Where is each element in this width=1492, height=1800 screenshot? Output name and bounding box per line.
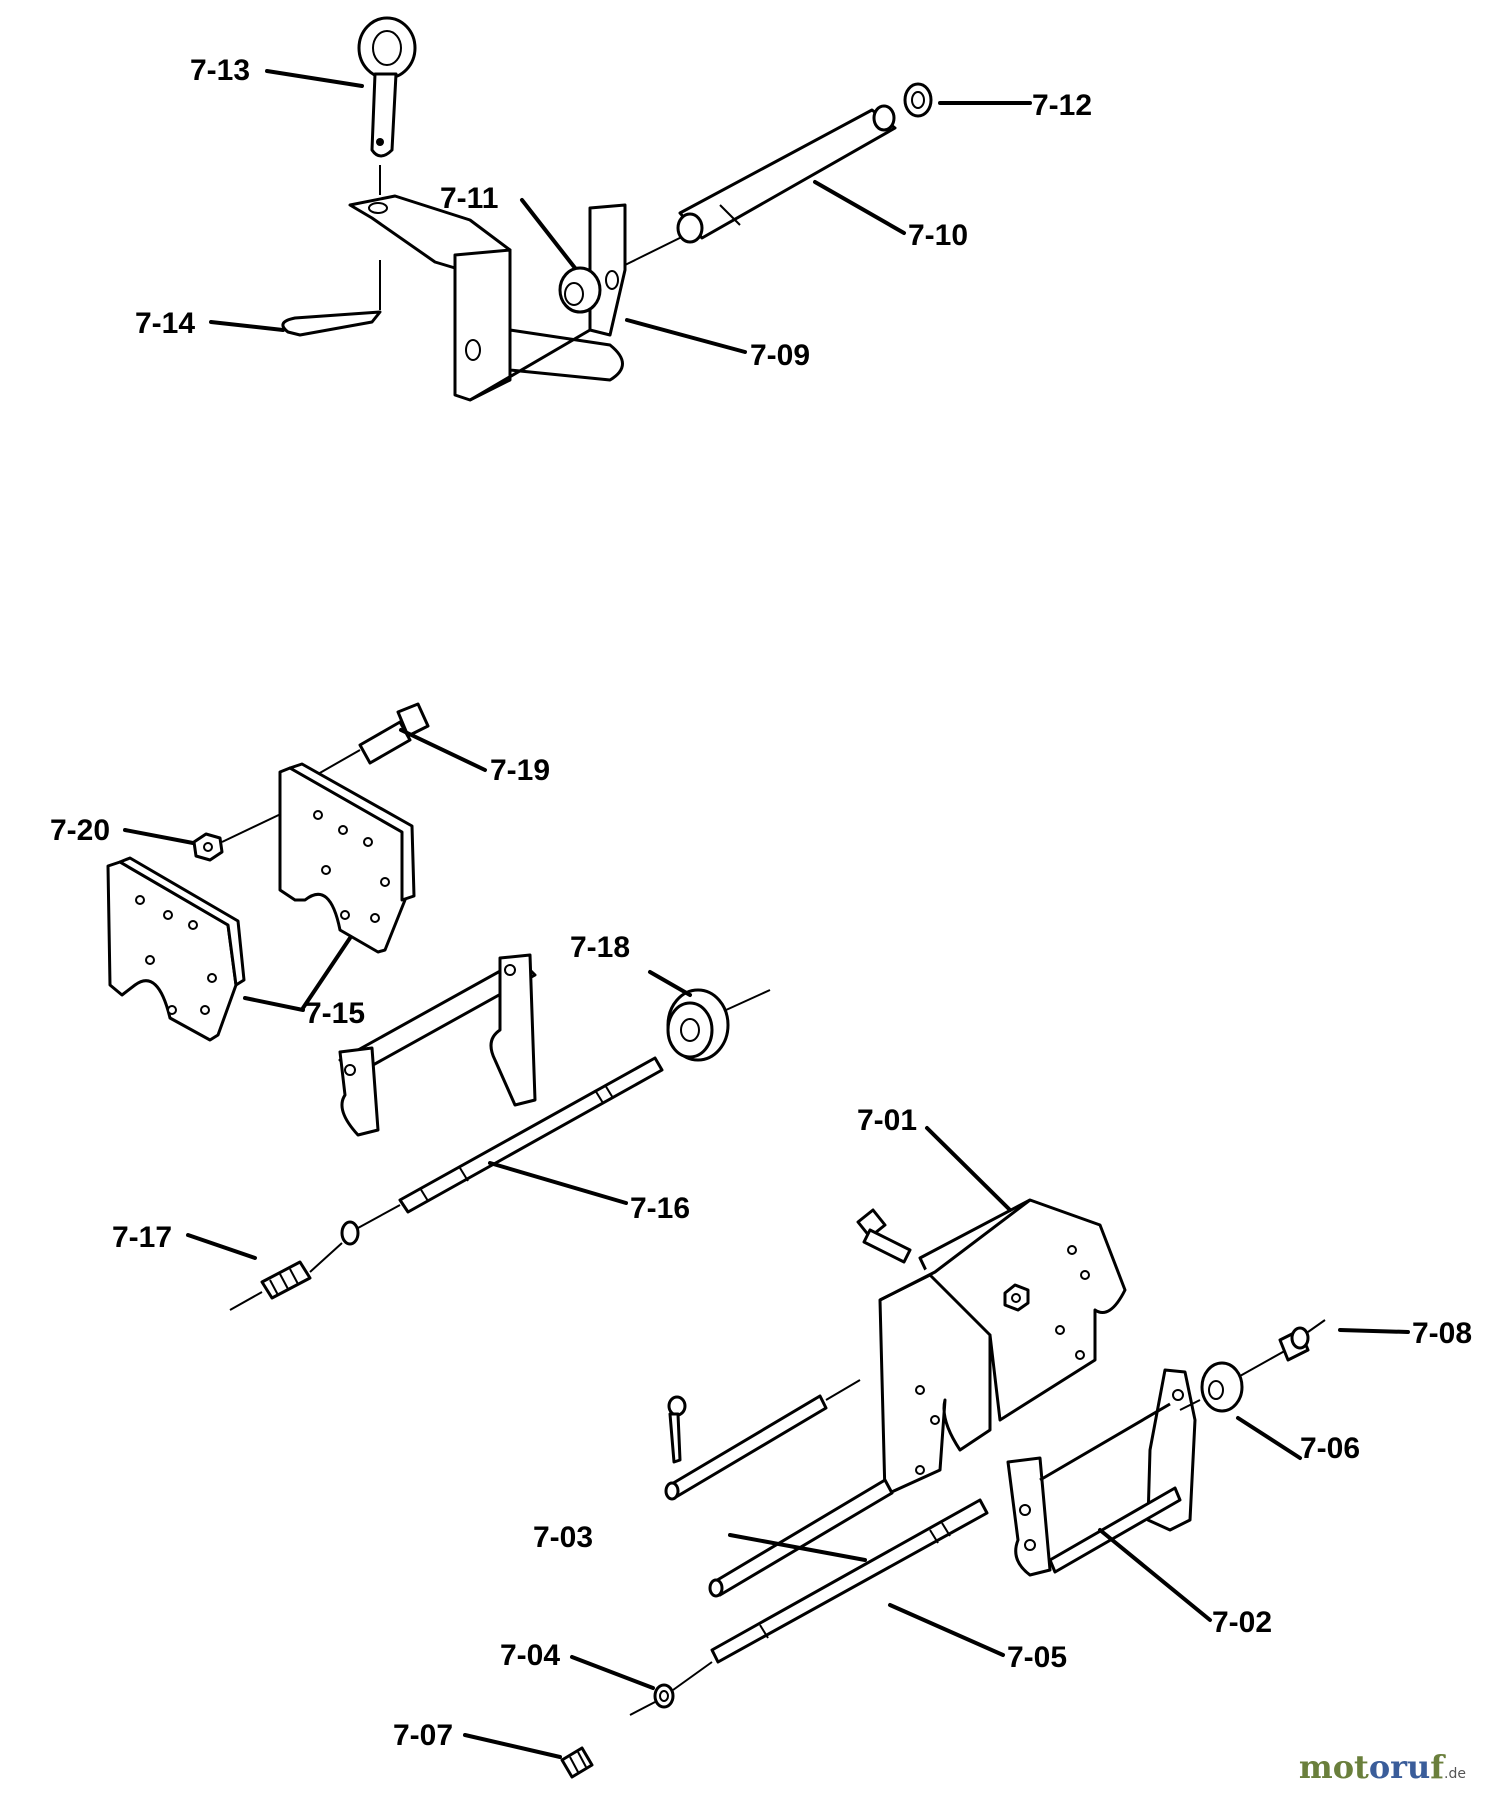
part-7-13-drawing bbox=[357, 16, 417, 195]
clevis-pin-drawing bbox=[664, 1379, 861, 1501]
middle-plate-assembly bbox=[106, 702, 771, 1311]
label-7-03: 7-03 bbox=[533, 1521, 593, 1554]
label-7-12: 7-12 bbox=[1032, 89, 1092, 122]
watermark-part1: mot bbox=[1298, 1748, 1369, 1786]
label-7-01: 7-01 bbox=[857, 1104, 917, 1137]
label-7-09: 7-09 bbox=[750, 339, 810, 372]
part-7-01-drawing bbox=[878, 1198, 1127, 1497]
bottom-bracket-assembly bbox=[560, 1198, 1326, 1779]
watermark-tld: .de bbox=[1444, 1766, 1466, 1782]
part-7-14-drawing bbox=[281, 260, 382, 337]
leader-lines bbox=[123, 69, 1410, 1759]
part-7-18-drawing bbox=[666, 988, 771, 1062]
label-7-19: 7-19 bbox=[490, 754, 550, 787]
part-7-12-drawing bbox=[903, 82, 933, 118]
part-7-09-drawing bbox=[348, 194, 627, 402]
label-7-07: 7-07 bbox=[393, 1719, 453, 1752]
part-7-05-drawing bbox=[710, 1498, 989, 1664]
part-7-08-drawing bbox=[1278, 1319, 1326, 1362]
part-7-16-drawing bbox=[398, 1056, 664, 1214]
part-7-11-drawing bbox=[558, 266, 602, 314]
label-7-04: 7-04 bbox=[500, 1639, 560, 1672]
part-7-04-drawing bbox=[629, 1661, 713, 1716]
part-7-15-drawing bbox=[106, 762, 416, 1042]
cotter-pin-drawing bbox=[667, 1395, 687, 1464]
top-hitch-assembly bbox=[281, 16, 933, 402]
watermark-part2: oru bbox=[1368, 1748, 1431, 1786]
label-7-14: 7-14 bbox=[135, 307, 195, 340]
label-7-05: 7-05 bbox=[1007, 1641, 1067, 1674]
label-7-18: 7-18 bbox=[570, 931, 630, 964]
hook-bracket-drawing bbox=[338, 953, 537, 1137]
part-7-20-drawing bbox=[192, 811, 286, 862]
watermark-part3: f bbox=[1430, 1748, 1445, 1786]
label-7-02: 7-02 bbox=[1212, 1606, 1272, 1639]
part-7-07-drawing bbox=[560, 1746, 594, 1779]
label-7-06: 7-06 bbox=[1300, 1432, 1360, 1465]
label-7-10: 7-10 bbox=[908, 219, 968, 252]
watermark-logo: motoruf.de bbox=[1299, 1748, 1466, 1786]
part-7-03-drawing bbox=[708, 1478, 894, 1598]
label-7-16: 7-16 bbox=[630, 1192, 690, 1225]
label-7-17: 7-17 bbox=[112, 1221, 172, 1254]
label-7-13: 7-13 bbox=[190, 54, 250, 87]
e-clip-drawing bbox=[340, 1204, 401, 1246]
label-7-11: 7-11 bbox=[440, 182, 498, 215]
part-7-17-drawing bbox=[229, 1242, 343, 1311]
label-7-20: 7-20 bbox=[50, 814, 110, 847]
part-7-02-drawing bbox=[1006, 1368, 1197, 1577]
label-7-15: 7-15 bbox=[305, 997, 365, 1030]
bracket-bolt-drawing bbox=[856, 1208, 912, 1264]
part-7-19-drawing bbox=[289, 702, 430, 791]
part-labels: 7-13 7-11 7-12 7-10 7-14 7-09 7-19 7-20 … bbox=[50, 54, 1472, 1752]
part-7-10-drawing bbox=[676, 104, 897, 244]
label-7-08: 7-08 bbox=[1412, 1317, 1472, 1350]
part-7-06-drawing bbox=[1179, 1347, 1291, 1413]
